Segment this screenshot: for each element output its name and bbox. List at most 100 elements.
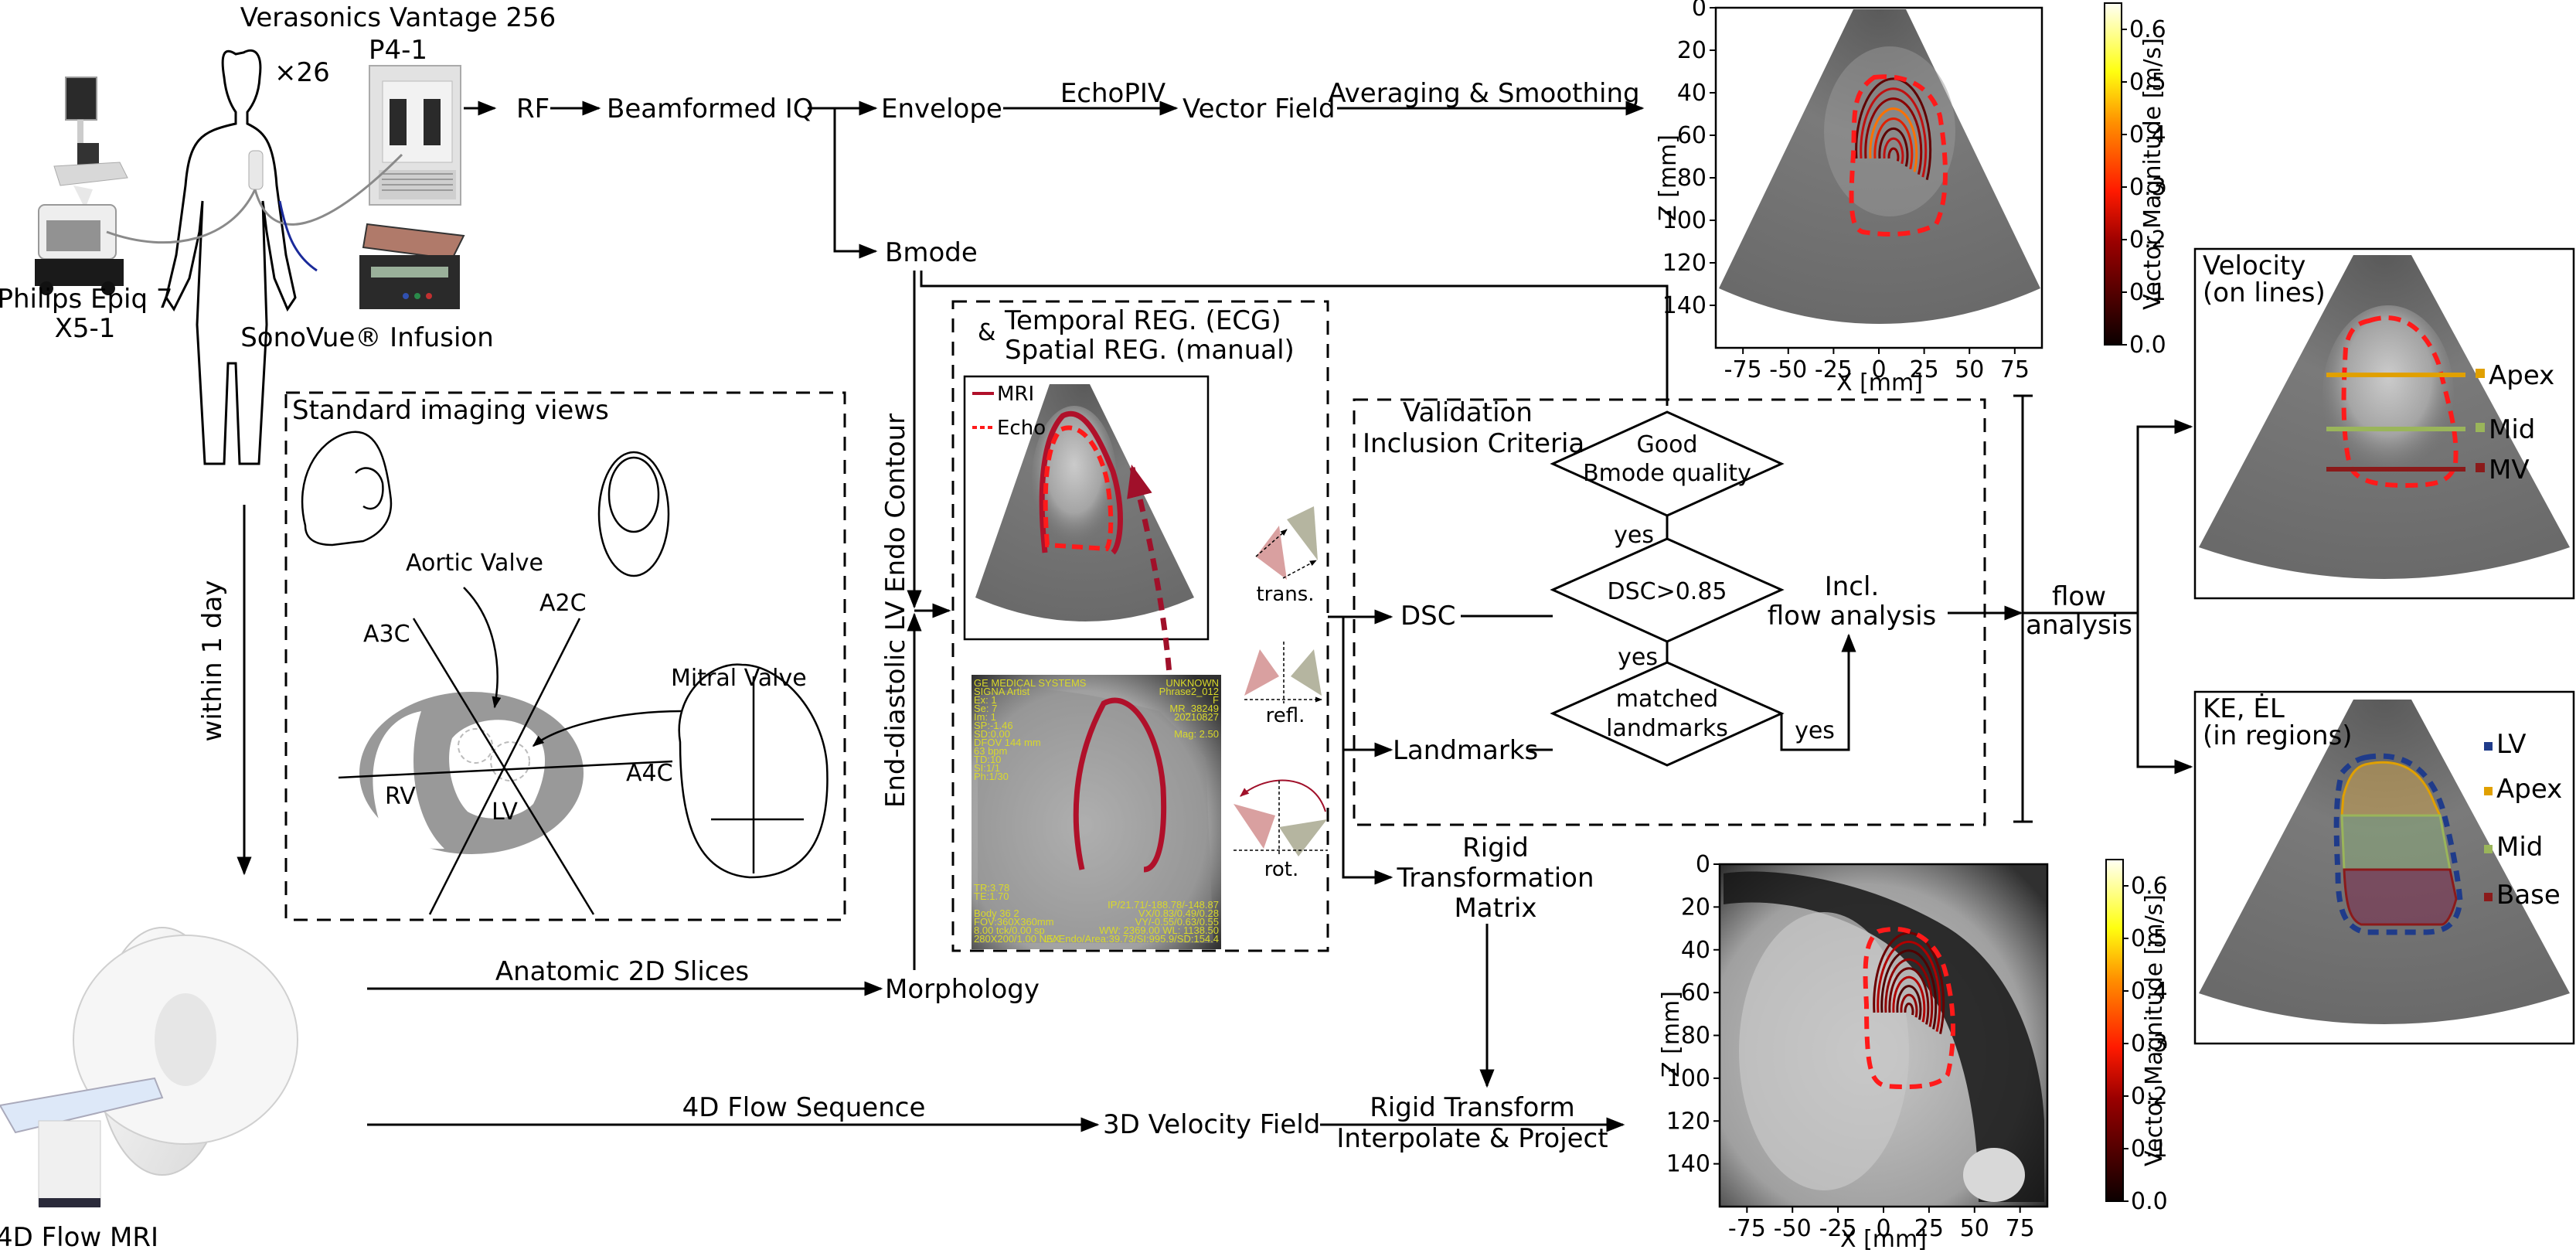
mri-overlay-bottom-right: IP/21.71/-188.78/-148.87VX/0.83/0.49/0.2… xyxy=(1044,899,1219,945)
infusion-line xyxy=(278,200,318,272)
node-envelope: Envelope xyxy=(881,94,1002,124)
colorbar-tick-label: 0.1 xyxy=(2131,1136,2168,1163)
ke-region-base xyxy=(2343,868,2458,926)
label-a2c: A2C xyxy=(539,590,587,617)
arrow-to-transformation-matrix xyxy=(1328,615,1393,885)
chart2-colorbar-ticks: 0.00.10.20.30.40.50.6 xyxy=(2123,873,2168,1215)
a4c-heart-outline xyxy=(678,663,829,879)
velocity-legend-swatch xyxy=(2476,463,2485,472)
mri-overlay-text: 20210827 xyxy=(1174,711,1219,723)
mri-overlay-text: Ex: 1 xyxy=(974,694,997,706)
temporal-reg-label: Temporal REG. (ECG) xyxy=(1004,305,1281,336)
mri-overlay-text: Body 36 2 xyxy=(974,907,1019,919)
velocity-lv-contour xyxy=(2341,315,2459,489)
ultrasound-probe-icon xyxy=(248,150,264,190)
streamline xyxy=(1860,87,1928,178)
timing-label: within 1 day xyxy=(197,581,228,742)
legend-echo-label: Echo xyxy=(997,417,1046,440)
chart1-ylabel: Z [mm] xyxy=(1655,134,1682,221)
rv-cavity xyxy=(373,711,444,850)
a3c-view-line xyxy=(412,618,595,915)
contrast-agent-label: SonoVue® Infusion xyxy=(240,322,494,353)
flow-analysis-label-2: analysis xyxy=(2026,610,2132,641)
y-tick-label: 40 xyxy=(1681,937,1710,964)
label-aortic-valve: Aortic Valve xyxy=(406,550,543,577)
echo-pipeline: RF Beamformed IQ Envelope EchoPIV Vector… xyxy=(464,78,1669,406)
aortic-valve-dashed xyxy=(458,728,493,764)
streamline xyxy=(1896,985,1922,1020)
incl-label-1: Incl. xyxy=(1825,571,1880,602)
verasonics-system-icon xyxy=(369,65,461,206)
x-tick-label: -50 xyxy=(1774,1215,1812,1242)
refl-label: refl. xyxy=(1266,704,1305,727)
mri-overlay-text: UNKNOWN xyxy=(1165,677,1219,689)
ke-legend-swatch xyxy=(2484,845,2493,853)
ke-legend-label: Base xyxy=(2496,880,2561,911)
y-tick-label: 0 xyxy=(1692,0,1707,22)
mri-overlay-text: Mag: 2.50 xyxy=(1174,728,1219,740)
velocity-title-1: Velocity xyxy=(2203,250,2305,281)
registration-outputs: Rigid Transformation Matrix xyxy=(1328,609,1594,1088)
colorbar-tick-label: 0.0 xyxy=(2131,1188,2168,1215)
decision-bmode-line-2: Bmode quality xyxy=(1583,460,1751,487)
chart1-xlabel: X [mm] xyxy=(1836,369,1923,397)
aortic-valve-pointer xyxy=(463,587,502,709)
rot-label: rot. xyxy=(1264,858,1298,881)
colorbar-tick-label: 0.5 xyxy=(2129,69,2166,96)
mitral-valve-pointer xyxy=(532,710,682,747)
mri-overlay-text: VX/0.83/0.49/0.28 xyxy=(1138,907,1219,919)
validation-title-1: Validation xyxy=(1403,397,1533,428)
ke-legend-swatch xyxy=(2484,742,2493,751)
mri-lv-contour xyxy=(1073,697,1167,873)
chart2-aorta xyxy=(1963,1148,2025,1202)
a4c-view-line xyxy=(338,760,673,779)
y-tick-label: 120 xyxy=(1662,250,1707,277)
mri-overlay-text: Phrase2_012 xyxy=(1159,686,1219,697)
colorbar-tick-label: 0.6 xyxy=(2129,16,2166,43)
acquisition-section: Verasonics Vantage 256 P4-1 ×26 Philips … xyxy=(0,2,556,876)
y-tick-label: 60 xyxy=(1681,979,1710,1006)
mri-contour-overlay xyxy=(1039,410,1123,555)
node-rf: RF xyxy=(516,94,550,124)
registration-box: & Temporal REG. (ECG) Spatial REG. (manu… xyxy=(951,300,1329,952)
mri-overlay-text: Ph:1/30 xyxy=(974,771,1009,782)
a3c-aorta xyxy=(355,467,384,510)
arrow-to-bmode xyxy=(833,108,878,259)
label-a4c: A4C xyxy=(626,760,673,787)
colorbar-tick-label: 0.1 xyxy=(2129,279,2166,306)
interpolate-project-label: Interpolate & Project xyxy=(1336,1123,1608,1154)
y-tick-label: 20 xyxy=(1677,37,1707,64)
mri-overlay-text: SI:1/1 xyxy=(974,762,1000,774)
ke-region-apex xyxy=(2340,761,2442,817)
x-tick-label: 25 xyxy=(1914,1215,1944,1242)
mri-overlay-top-right: UNKNOWNPhrase2_012FMR_3824920210827Mag: … xyxy=(1159,677,1219,740)
chart1-lv-bright xyxy=(1824,46,1955,216)
ke-title-1: KE, ĖL xyxy=(2203,693,2285,724)
node-vector-field: Vector Field xyxy=(1183,94,1336,124)
chart1-colorbar-label: Vector Magnitude [m/s] xyxy=(2139,38,2166,310)
y-tick-label: 100 xyxy=(1662,207,1707,234)
flow-analysis-branch: flow analysis xyxy=(1948,394,2193,823)
registration-box-border xyxy=(951,300,1329,952)
mri-overlay-text: SIGNA Artist xyxy=(974,686,1030,697)
decision-bmode-line-1: Good xyxy=(1637,431,1698,458)
a2c-heart-outline xyxy=(597,451,670,577)
decision-landmarks xyxy=(1550,661,1785,767)
velocity-legend-swatch xyxy=(2476,423,2485,432)
x-tick-label: 0 xyxy=(1876,1215,1890,1242)
x-tick-label: 0 xyxy=(1871,356,1886,383)
matrix-label-2: Transformation xyxy=(1396,863,1594,894)
contour-label: End-diastolic LV Endo Contour xyxy=(880,414,911,808)
colorbar-tick-label: 0.5 xyxy=(2131,925,2168,952)
label-a3c: A3C xyxy=(363,621,410,648)
mri-overlay-text: GE MEDICAL SYSTEMS xyxy=(974,677,1087,689)
chart1-colorbar-ticks: 0.00.10.20.30.40.50.6 xyxy=(2122,16,2166,359)
node-bmode: Bmode xyxy=(885,237,978,268)
yes-label-1: yes xyxy=(1614,522,1654,549)
